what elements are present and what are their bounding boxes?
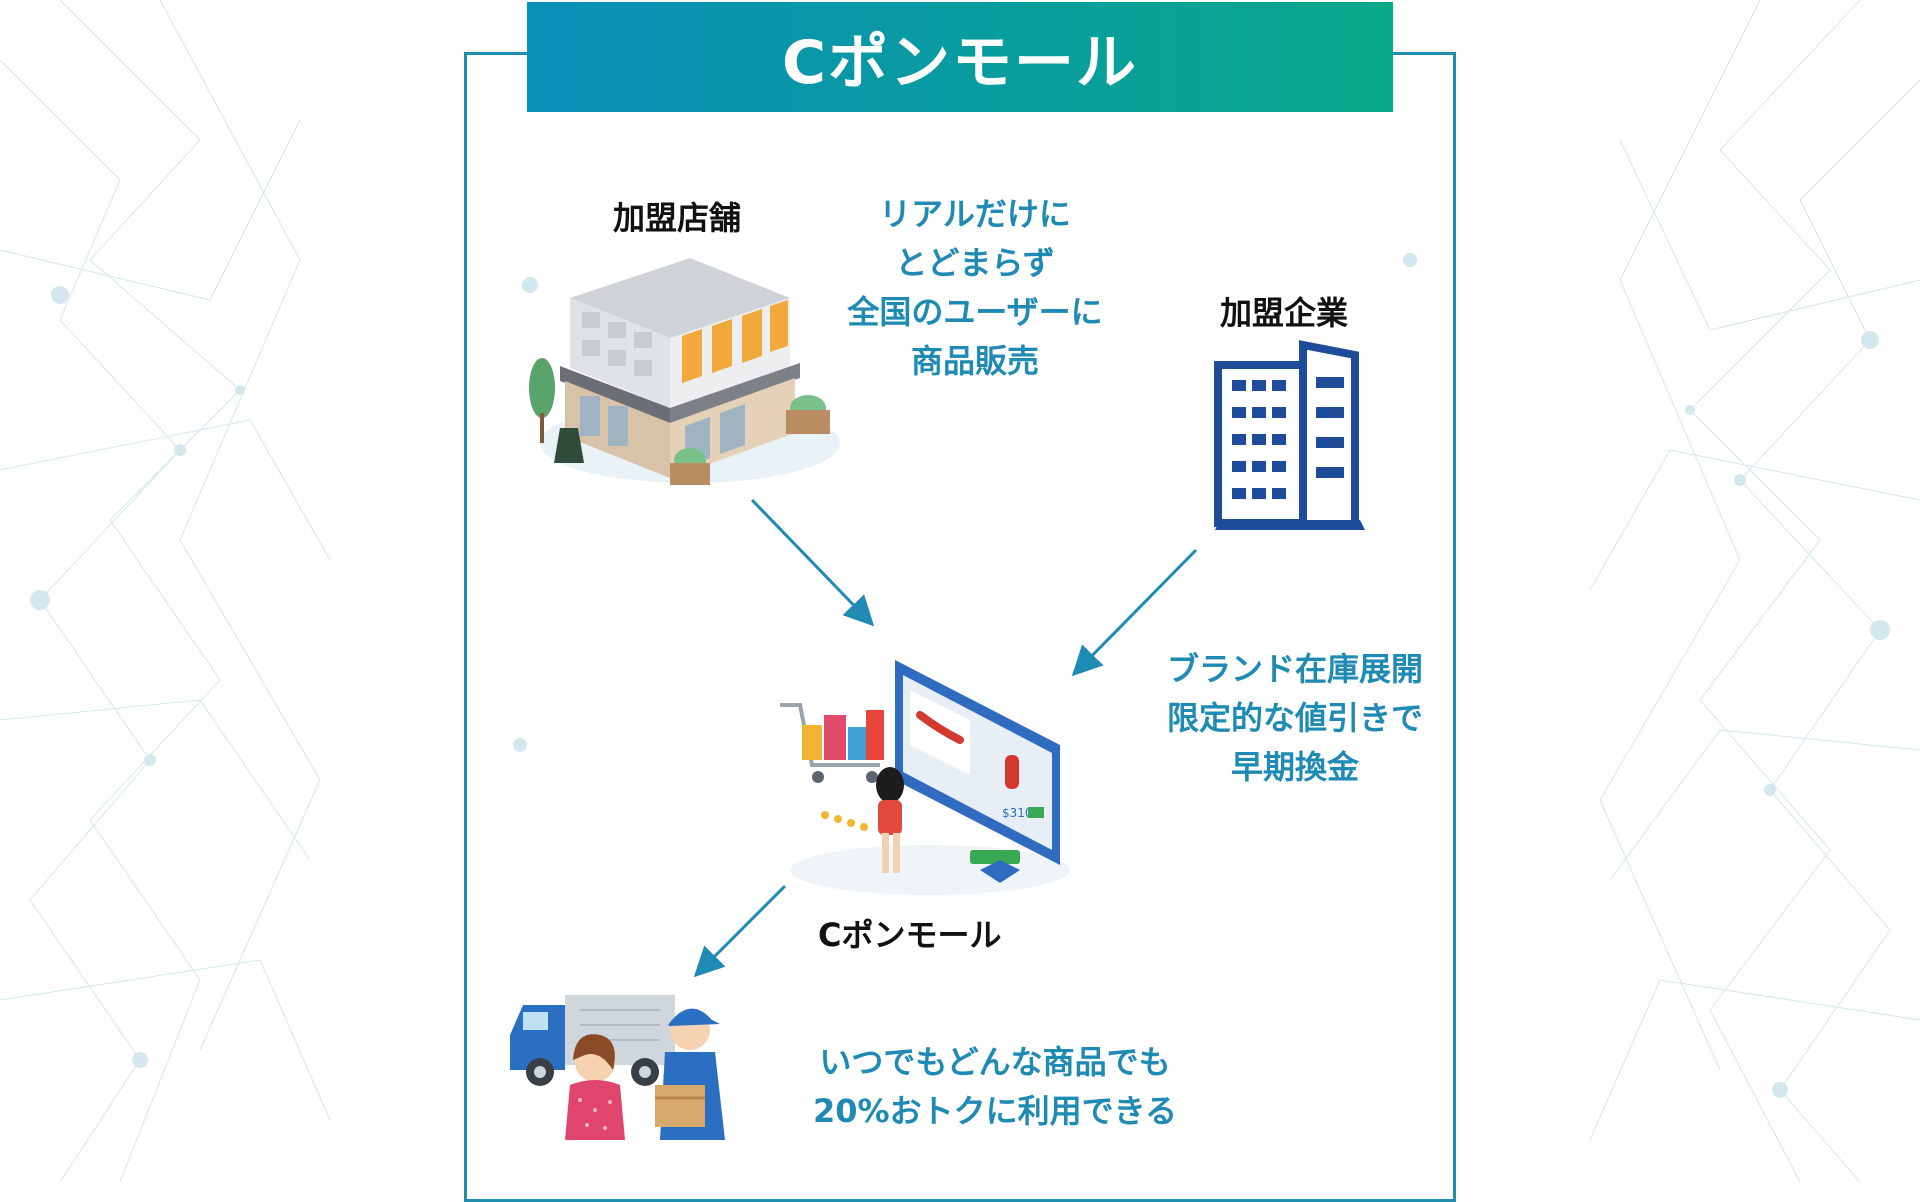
store-note: リアルだけに とどまらず 全国のユーザーに 商品販売 <box>820 190 1130 386</box>
page-title: Cポンモール <box>527 2 1393 112</box>
company-note-line: ブランド在庫展開 <box>1166 650 1423 688</box>
store-note-line: リアルだけに <box>879 195 1071 233</box>
company-note: ブランド在庫展開 限定的な値引きで 早期換金 <box>1120 645 1470 792</box>
price-tag: $310 <box>1002 806 1033 820</box>
store-note-line: とどまらず <box>895 244 1055 282</box>
arrow-mall-to-user <box>693 884 787 978</box>
office-building-icon <box>1214 340 1365 530</box>
user-note: いつでもどんな商品でも 20%おトクに利用できる <box>770 1038 1220 1136</box>
arrow-store-to-mall <box>750 498 875 627</box>
company-label: 加盟企業 <box>1220 294 1349 332</box>
company-note-line: 限定的な値引きで <box>1166 699 1423 737</box>
store-note-line: 全国のユーザーに <box>847 293 1103 331</box>
delivery-icon <box>510 995 725 1140</box>
arrow-company-to-mall <box>1071 548 1198 677</box>
online-shopping-icon: $310 <box>780 660 1070 895</box>
storefront-icon <box>529 258 840 485</box>
user-note-line: いつでもどんな商品でも <box>819 1043 1171 1081</box>
store-label: 加盟店舗 <box>613 199 742 237</box>
store-note-line: 商品販売 <box>910 342 1039 380</box>
company-note-line: 早期換金 <box>1230 748 1359 786</box>
mall-label: Cポンモール <box>818 916 1002 954</box>
user-note-line: 20%おトクに利用できる <box>813 1092 1177 1130</box>
